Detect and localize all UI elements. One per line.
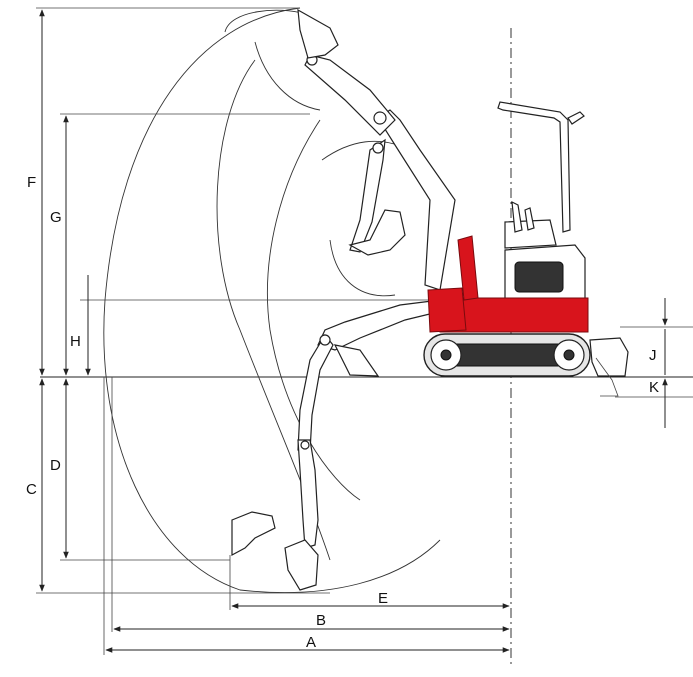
boom-swing-bracket-red xyxy=(427,287,467,333)
dozer-blade-lowered xyxy=(595,357,619,397)
canopy-bar-top xyxy=(567,111,585,125)
dim-label-e: E xyxy=(378,590,388,607)
dim-label-k: K xyxy=(649,379,659,396)
idler-hub xyxy=(440,349,452,361)
bucket-far-reach xyxy=(231,511,276,557)
control-lever-2 xyxy=(524,207,535,231)
inner-envelope xyxy=(267,119,361,501)
cab-window xyxy=(514,261,564,293)
dim-label-a: A xyxy=(306,634,316,651)
excavator-body xyxy=(423,101,629,397)
bucket-swing-arc-top xyxy=(254,41,321,111)
rops-canopy xyxy=(497,101,571,233)
control-lever xyxy=(511,200,523,233)
bucket-swing-arc-mid xyxy=(329,239,396,297)
arm-mid-position xyxy=(348,138,406,256)
boom-cylinder-red xyxy=(457,235,479,301)
dim-label-g: G xyxy=(50,209,62,226)
dim-label-j: J xyxy=(649,347,657,364)
max-reach-envelope xyxy=(103,7,441,593)
bucket-curl-arc xyxy=(224,9,306,33)
dim-label-h: H xyxy=(70,333,81,350)
dozer-blade[interactable] xyxy=(589,337,629,377)
arm-lowered-position xyxy=(284,299,441,591)
sprocket-hub xyxy=(563,349,575,361)
arm-raised-position xyxy=(297,8,456,291)
track-inner-frame xyxy=(451,343,565,367)
dim-label-d: D xyxy=(50,457,61,474)
dim-label-f: F xyxy=(27,174,36,191)
dim-label-b: B xyxy=(316,612,326,629)
dim-label-c: C xyxy=(26,481,37,498)
